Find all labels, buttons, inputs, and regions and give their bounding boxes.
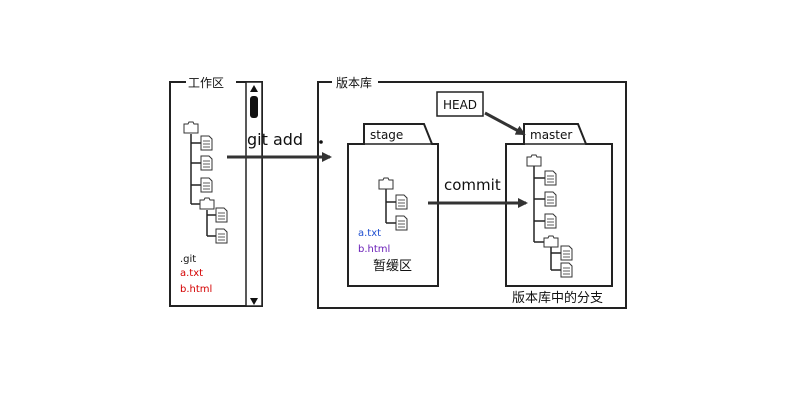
folder-icon [183, 121, 199, 134]
workspace-file-tree-icon [190, 134, 216, 237]
master-folder [505, 123, 613, 287]
file-icon [395, 194, 408, 210]
repository-panel: 版本库 stage a.txt b.html 暂缓区 master [317, 75, 627, 309]
file-icon [200, 135, 213, 151]
git-add-label: git add [247, 130, 303, 149]
file-icon [215, 207, 228, 223]
workspace-file-b-html: b.html [180, 284, 212, 295]
folder-icon [199, 197, 215, 210]
head-label: HEAD [443, 98, 477, 112]
file-icon [395, 215, 408, 231]
repository-frame [317, 81, 627, 309]
file-icon [544, 191, 557, 207]
head-box [436, 91, 484, 117]
stage-folder [347, 123, 439, 287]
repository-title: 版本库 [336, 75, 372, 90]
folder-icon [543, 235, 559, 248]
workspace-file-git: .git [180, 254, 196, 265]
scrollbar-track[interactable] [245, 81, 263, 307]
file-icon [544, 213, 557, 229]
workspace-file-a-txt: a.txt [180, 268, 203, 279]
master-caption: 版本库中的分支 [512, 290, 603, 306]
stage-file-tree-icon [385, 189, 396, 224]
folder-icon [526, 154, 542, 167]
workspace-panel: 工作区 .git a.txt b.html [169, 76, 263, 307]
folder-icon [378, 177, 394, 190]
stage-caption: 暂缓区 [373, 259, 412, 274]
stage-file-a-txt: a.txt [358, 228, 381, 239]
file-icon [560, 262, 573, 278]
workspace-scrollbar[interactable] [245, 81, 263, 307]
dot-icon [319, 140, 323, 144]
file-icon [200, 177, 213, 193]
scrollbar-thumb[interactable] [250, 96, 258, 118]
head-pointer-arrow [484, 111, 526, 136]
commit-arrow: commit [428, 176, 528, 208]
master-file-tree-icon [533, 166, 561, 271]
file-icon [560, 245, 573, 261]
file-icon [200, 155, 213, 171]
master-label: master [530, 128, 572, 142]
git-add-arrow: git add [227, 130, 332, 162]
workspace-title: 工作区 [188, 76, 224, 90]
commit-label: commit [444, 176, 501, 194]
scroll-down-arrow-icon[interactable] [250, 298, 258, 305]
stage-label: stage [370, 128, 403, 142]
scroll-up-arrow-icon[interactable] [250, 85, 258, 92]
file-icon [544, 170, 557, 186]
file-icon [215, 228, 228, 244]
stage-file-b-html: b.html [358, 244, 390, 255]
